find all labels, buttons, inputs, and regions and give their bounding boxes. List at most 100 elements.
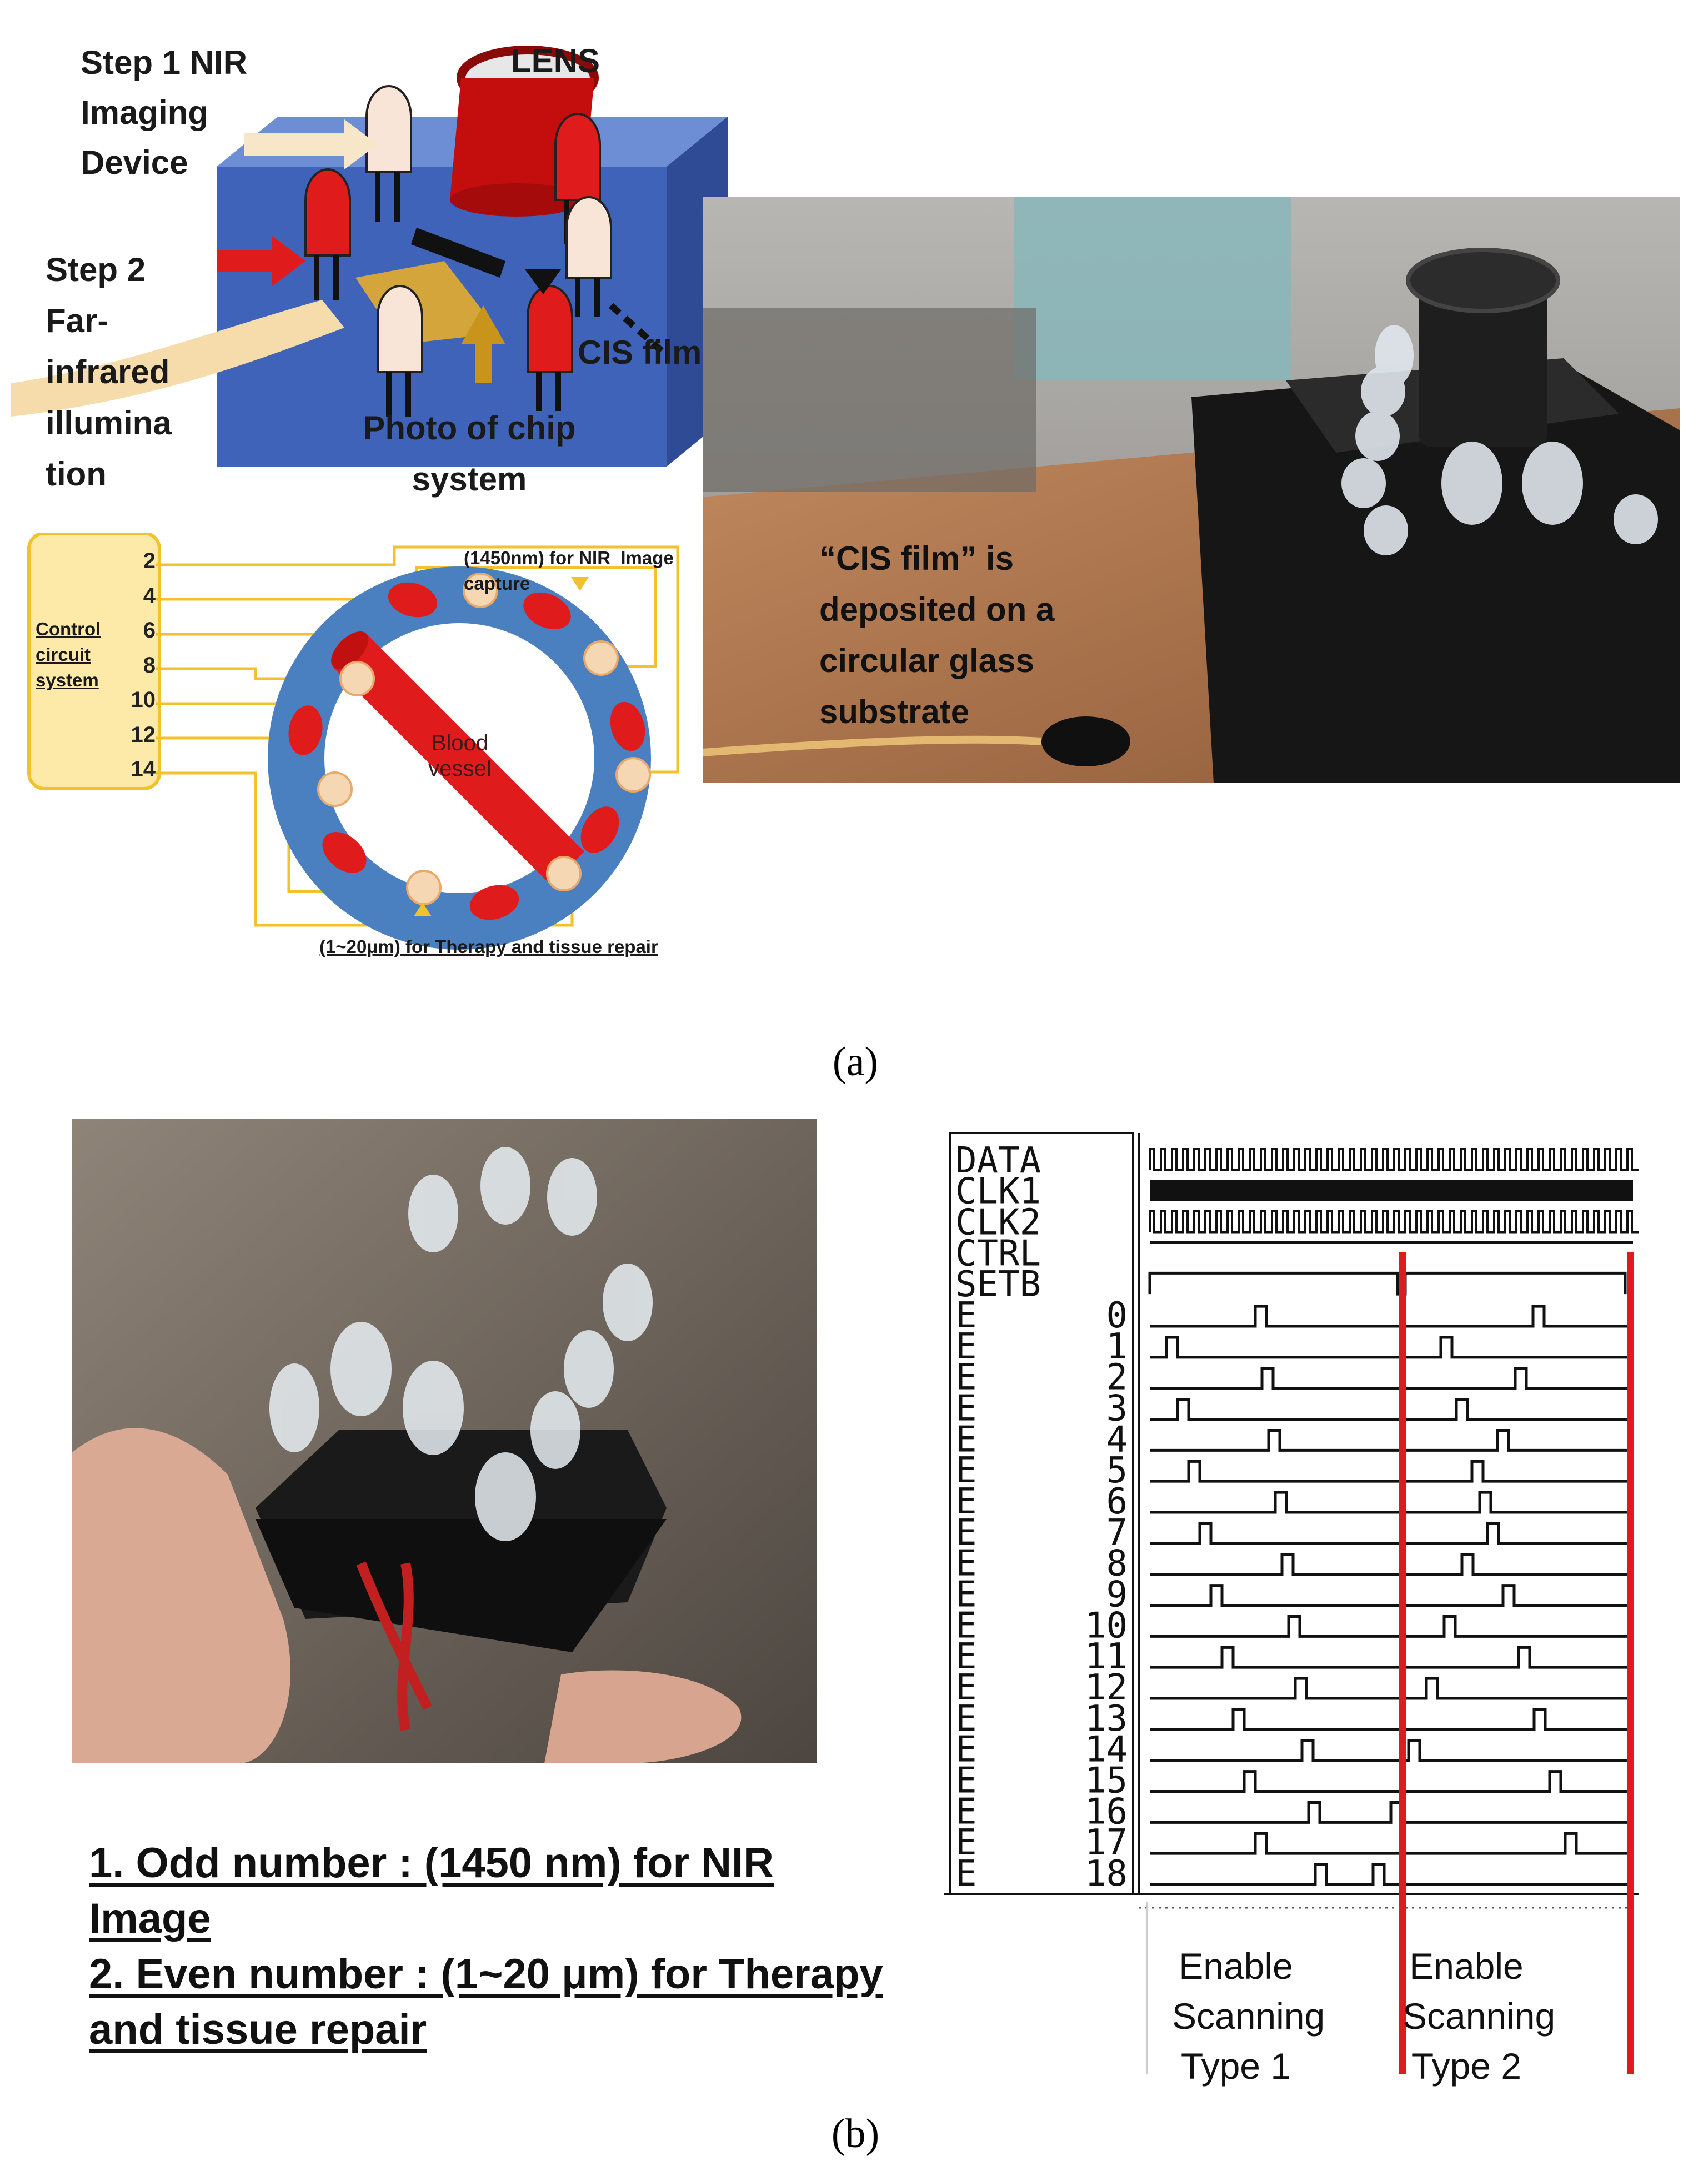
enable-index-label: 5: [1106, 1450, 1128, 1491]
pin-number: 4: [143, 583, 156, 608]
pin-number: 12: [131, 722, 156, 747]
cis-film-label: CIS film: [578, 334, 702, 371]
enable-index-label: 8: [1106, 1543, 1128, 1585]
pin-number: 2: [143, 549, 156, 573]
pin-number: 14: [131, 757, 156, 781]
led-white-2: [377, 285, 423, 417]
cis-film-caption: “CIS film” is deposited on a circular gl…: [819, 540, 1055, 730]
enable-waveform-e4: [1150, 1429, 1633, 1452]
enable-signal-label: E: [955, 1729, 977, 1771]
enable-index-label: 13: [1085, 1698, 1128, 1739]
red-emitters: [288, 582, 645, 920]
control-box: [27, 532, 161, 790]
enable-signal-label: E: [955, 1357, 977, 1398]
step1-arrow: [244, 119, 378, 169]
glass-disc: [1041, 716, 1130, 766]
enable-signal-label: E: [955, 1512, 977, 1553]
enable-waveform-e13: [1150, 1708, 1633, 1731]
photo-arrow: [461, 305, 505, 383]
signal-label-clk2: CLK2: [955, 1202, 1041, 1244]
chip-box-illustration: [11, 46, 728, 467]
caption-b: (b): [831, 2111, 880, 2157]
enable-signal-label: E: [955, 1667, 977, 1708]
cis-pointer: [525, 269, 561, 294]
signal-label-setb: SETB: [955, 1264, 1041, 1305]
wave-data: [1149, 1148, 1639, 1171]
nir-arrow: [571, 577, 589, 591]
enable-waveform-e15: [1150, 1770, 1633, 1793]
enable-index-label: 9: [1106, 1575, 1128, 1616]
enable-waveform-e1: [1150, 1336, 1633, 1359]
wave-clk2: [1149, 1210, 1639, 1234]
enable-signal-label: E: [955, 1419, 977, 1460]
therapy-note: (1~20μm) for Therapy and tissue repair: [319, 936, 658, 957]
panel-b-legend: 1. Odd number : (1450 nm) for NIR Image …: [89, 1836, 955, 2058]
enable-waveform-e17: [1150, 1832, 1633, 1855]
enable-signal-label: E: [955, 1698, 977, 1739]
blood-vessel-shape: [331, 631, 584, 885]
enable-index-label: 15: [1085, 1761, 1128, 1802]
enable-waveform-e14: [1150, 1739, 1633, 1762]
enable-signal-label: E: [955, 1326, 977, 1367]
enable-waveform-e5: [1150, 1460, 1633, 1483]
enable-index-label: 2: [1106, 1357, 1128, 1398]
led-red-3: [527, 285, 573, 411]
enable-waveform-e0: [1150, 1305, 1633, 1328]
enable-index-label: 14: [1085, 1729, 1128, 1771]
ribbon-cable: [11, 300, 344, 417]
control-circuit-label: Control circuit system: [36, 619, 101, 690]
enable-waveform-e11: [1150, 1646, 1633, 1669]
pin-number: 10: [131, 688, 156, 712]
enable-signal-label: E: [955, 1481, 977, 1522]
enable-signal-label: E: [955, 1388, 977, 1430]
chip-system-schematic: Step 1 NIR Imaging Device LENS Step 2 Fa…: [11, 17, 728, 511]
white-sensors: [317, 573, 651, 905]
enable-index-label: 3: [1106, 1388, 1128, 1430]
enable-index-label: 18: [1085, 1853, 1128, 1894]
caption-a: (a): [832, 1039, 879, 1085]
enable-waveform-e6: [1150, 1491, 1633, 1514]
signal-label-ctrl: CTRL: [955, 1233, 1041, 1274]
legend-even-number: 2. Even number : (1~20 μm) for Therapy a…: [89, 1951, 883, 2053]
enable-waveform-e3: [1150, 1398, 1633, 1421]
enable-waveform-e18: [1150, 1863, 1633, 1886]
cis-film-photo: “CIS film” is deposited on a circular gl…: [703, 197, 1680, 783]
enable-waveform-e8: [1150, 1553, 1633, 1576]
enable-signal-label: E: [955, 1822, 977, 1863]
step2-arrow: [217, 236, 305, 286]
enable-signal-label: E: [955, 1853, 977, 1894]
enable-index-label: 12: [1085, 1667, 1128, 1708]
enable-waveform-e10: [1150, 1615, 1633, 1638]
enable-signal-label: E: [955, 1295, 977, 1336]
led-white-1: [365, 85, 412, 222]
enable-index-label: 6: [1106, 1481, 1128, 1522]
nir-note: (1450nm) for NIR Image capture: [464, 548, 689, 594]
therapy-arrow: [414, 903, 432, 916]
signal-label-clk1: CLK1: [955, 1171, 1041, 1212]
step1-label: Step 1 NIR Imaging Device: [81, 44, 248, 181]
enable-index-label: 16: [1085, 1791, 1128, 1832]
enable-waveform-e16: [1150, 1801, 1633, 1824]
enable-signal-label: E: [955, 1761, 977, 1802]
legend-odd-number: 1. Odd number : (1450 nm) for NIR Image: [89, 1839, 774, 1942]
ring-diagram-svg: [27, 532, 679, 950]
enable-signal-label: E: [955, 1450, 977, 1491]
device-photo: [72, 1119, 817, 1763]
device-photo-svg: [72, 1119, 817, 1763]
enable-index-label: 7: [1106, 1512, 1128, 1553]
blood-vessel-label: Blood vessel: [428, 731, 492, 781]
led-red-1: [304, 168, 351, 300]
scan-type2-label: Enable Scanning Type 2: [1403, 1946, 1556, 2087]
cis-dashed-line: [608, 303, 669, 358]
enable-index-label: 0: [1106, 1295, 1128, 1336]
enable-waveform-e2: [1150, 1367, 1633, 1390]
step2-label: Step 2 Far-infrared illumina tion: [46, 251, 172, 493]
cis-film-photo-svg: [703, 197, 1680, 783]
enable-index-label: 1: [1106, 1326, 1128, 1367]
pin-number: 8: [143, 653, 156, 678]
wave-setb: [1148, 1271, 1627, 1296]
enable-signal-label: E: [955, 1636, 977, 1677]
scan-type1-label: Enable Scanning Type 1: [1172, 1946, 1325, 2087]
wave-clk1: [1150, 1180, 1633, 1201]
